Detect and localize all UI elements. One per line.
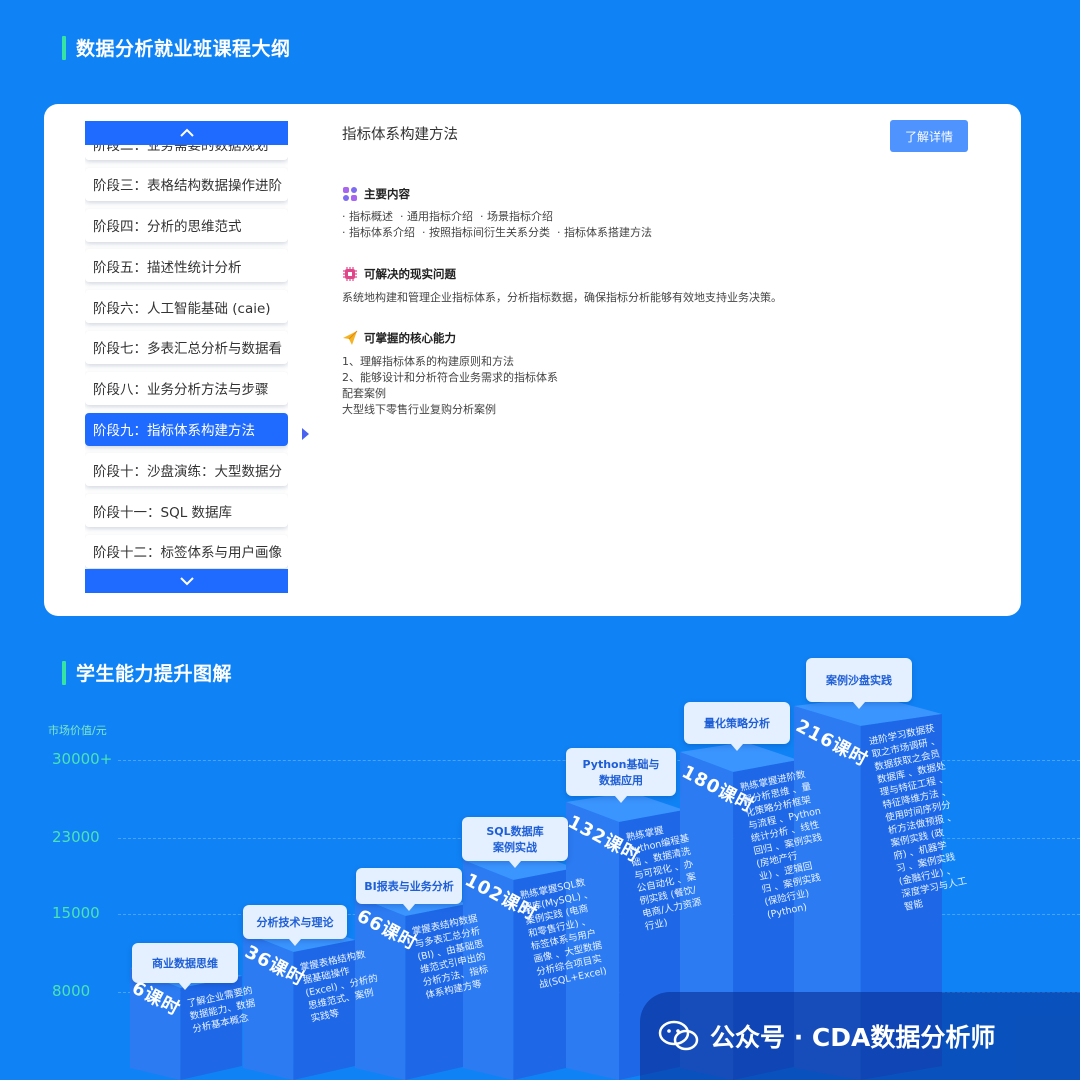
main-content-line-1: · 指标概述 · 通用指标介绍 · 场景指标介绍 [342, 210, 553, 223]
grid-apps-icon [343, 187, 357, 201]
stage-item[interactable]: 阶段四：分析的思维范式 [85, 208, 288, 242]
heading-accent-bar [62, 35, 66, 60]
y-axis-label: 市场价值/元 [48, 724, 107, 737]
stage-list: 阶段二：业务需要的数据规划阶段三：表格结构数据操作进阶阶段四：分析的思维范式阶段… [85, 145, 288, 569]
stage-item[interactable]: 阶段六：人工智能基础 (caie) [85, 290, 288, 324]
abilities-label: 可掌握的核心能力 [364, 331, 456, 345]
watermark-text: 公众号 · CDA数据分析师 [710, 1023, 996, 1052]
stage-scroll-view[interactable]: 阶段二：业务需要的数据规划阶段三：表格结构数据操作进阶阶段四：分析的思维范式阶段… [85, 145, 288, 569]
stage-item[interactable]: 阶段十：沙盘演练：大型数据分 [85, 453, 288, 487]
step-top-face [566, 792, 684, 822]
problems-text: 系统地构建和管理企业指标体系，分析指标数据，确保指标分析能够有效地支持业务决策。 [342, 291, 782, 304]
stage-list-panel: 阶段二：业务需要的数据规划阶段三：表格结构数据操作进阶阶段四：分析的思维范式阶段… [85, 121, 288, 593]
stage-item[interactable]: 阶段七：多表汇总分析与数据看 [85, 330, 288, 364]
abilities-heading: 可掌握的核心能力 [342, 330, 456, 346]
stage-item[interactable]: 阶段九：指标体系构建方法 [85, 412, 288, 446]
main-content-label: 主要内容 [364, 187, 410, 201]
staircase-graphic [130, 700, 942, 1080]
growth-title: 学生能力提升图解 [76, 663, 233, 685]
main-content-line-2: · 指标体系介绍 · 按照指标间衍生关系分类 · 指标体系搭建方法 [342, 226, 652, 239]
syllabus-heading: 数据分析就业班课程大纲 [62, 34, 291, 61]
step-side-face [405, 904, 467, 1080]
scroll-down-button[interactable] [85, 569, 288, 593]
step-tag: 量化策略分析 [684, 702, 790, 751]
abilities-line-2: 2、能够设计和分析符合业务需求的指标体系 [342, 371, 558, 384]
step-front-face [355, 896, 406, 1080]
stage-item[interactable]: 阶段二：业务需要的数据规划 [85, 145, 288, 160]
y-tick-23000: 23000 [52, 828, 100, 846]
step-top-face [680, 742, 798, 772]
problems-heading: 可解决的现实问题 [342, 266, 456, 282]
step-top-face [794, 700, 942, 726]
step-tag: SQL数据库 案例实战 [462, 817, 568, 868]
step-tag: 商业数据思维 [132, 943, 238, 990]
step-side-face [513, 868, 575, 1080]
syllabus-title: 数据分析就业班课程大纲 [76, 38, 291, 60]
step-front-face [463, 860, 514, 1080]
step-tag: 案例沙盘实践 [806, 658, 912, 709]
abilities-line-4: 大型线下零售行业复购分析案例 [342, 403, 496, 416]
active-stage-pointer-icon [302, 428, 309, 440]
chevron-down-icon [179, 577, 194, 586]
abilities-line-1: 1、理解指标体系的构建原则和方法 [342, 355, 514, 368]
stage-item[interactable]: 阶段五：描述性统计分析 [85, 249, 288, 283]
step-front-face [566, 802, 620, 1080]
stage-item[interactable]: 阶段十一：SQL 数据库 [85, 494, 288, 528]
y-tick-8000: 8000 [52, 982, 91, 1000]
abilities-line-3: 配套案例 [342, 387, 386, 400]
scroll-up-button[interactable] [85, 121, 288, 145]
problems-label: 可解决的现实问题 [364, 267, 456, 281]
step-front-face [243, 932, 294, 1080]
growth-heading: 学生能力提升图解 [62, 659, 232, 686]
wechat-watermark: 公众号 · CDA数据分析师 [640, 992, 1080, 1080]
syllabus-card: 阶段二：业务需要的数据规划阶段三：表格结构数据操作进阶阶段四：分析的思维范式阶段… [44, 104, 1021, 616]
main-content-heading: 主要内容 [342, 186, 410, 202]
learn-more-button[interactable]: 了解详情 [890, 120, 968, 152]
step-tag: BI报表与业务分析 [356, 868, 462, 911]
step-tag: 分析技术与理论 [243, 905, 347, 946]
heading-accent-bar [62, 660, 66, 685]
detail-title: 指标体系构建方法 [342, 127, 458, 143]
y-tick-30000: 30000+ [52, 750, 113, 768]
wechat-icon [658, 1020, 699, 1051]
y-tick-15000: 15000 [52, 904, 100, 922]
step-front-face [130, 968, 181, 1080]
chip-icon [343, 267, 357, 281]
stage-item[interactable]: 阶段三：表格结构数据操作进阶 [85, 167, 288, 201]
chevron-up-icon [179, 128, 194, 137]
paper-plane-icon [343, 330, 358, 345]
stage-item[interactable]: 阶段八：业务分析方法与步骤 [85, 371, 288, 405]
step-front-face [794, 706, 861, 1080]
stage-item[interactable]: 阶段十二：标签体系与用户画像 [85, 534, 288, 568]
step-tag: Python基础与 数据应用 [566, 748, 676, 803]
step-side-face [180, 976, 242, 1080]
step-side-face [293, 940, 355, 1080]
step-side-face [860, 714, 942, 1080]
